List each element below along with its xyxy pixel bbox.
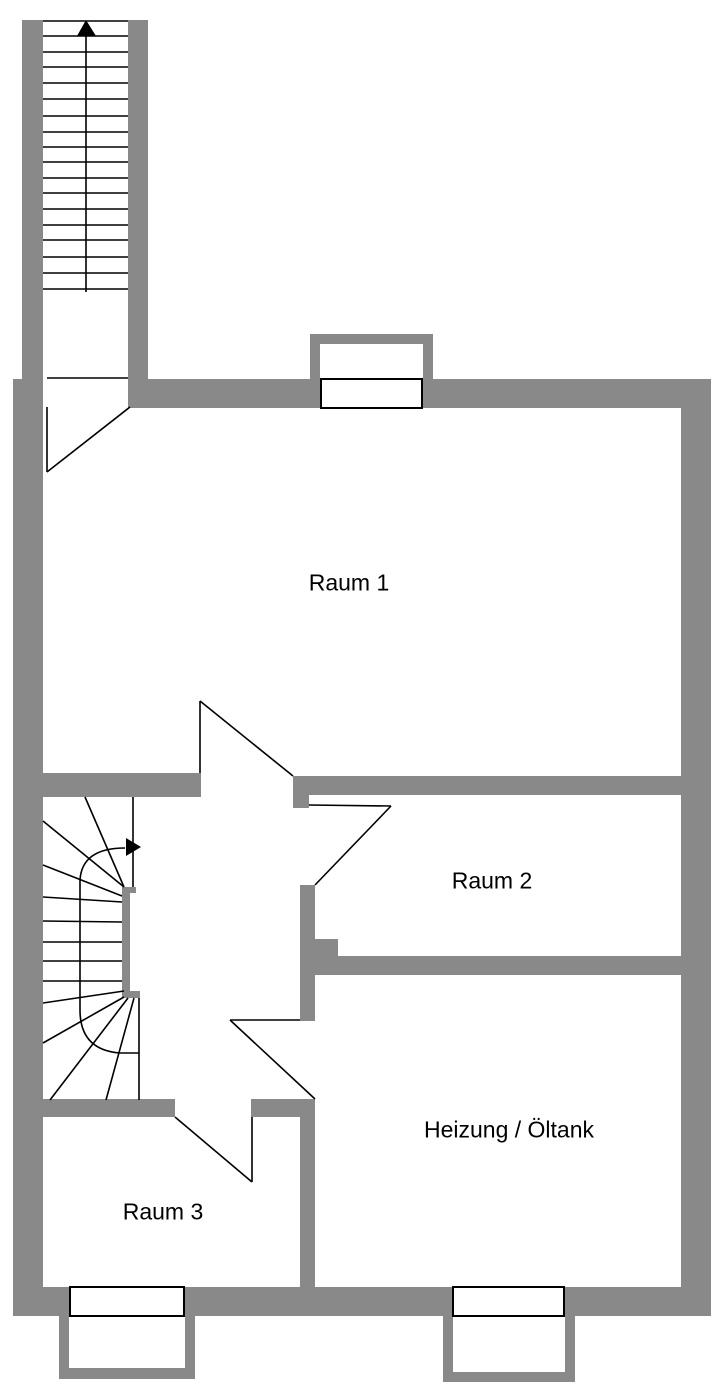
window-top (320, 378, 423, 409)
room-label-raum3: Raum 3 (122, 1198, 204, 1225)
room-label-heizung: Heizung / Öltank (423, 1116, 595, 1143)
exterior-stair (43, 20, 128, 292)
room-label-raum2: Raum 2 (451, 867, 533, 894)
interior-stair (42, 796, 140, 1101)
window-bottom-right (452, 1286, 565, 1317)
entry-door (46, 377, 131, 473)
door-raum3 (174, 1116, 253, 1183)
light-well-bottom-right (443, 1286, 575, 1382)
door-raum1 (199, 700, 294, 777)
room-label-raum1: Raum 1 (308, 569, 390, 596)
stair-up-arrow-icon (77, 20, 96, 36)
interior-walls (43, 773, 681, 1289)
door-raum2 (308, 804, 392, 886)
door-heizung (229, 1019, 316, 1100)
exterior-stair-walls (22, 20, 148, 380)
light-well-top (310, 334, 433, 409)
window-bottom-left (69, 1286, 185, 1317)
stair-direction-arrow-icon (126, 838, 141, 856)
light-well-bottom-left (59, 1286, 195, 1379)
